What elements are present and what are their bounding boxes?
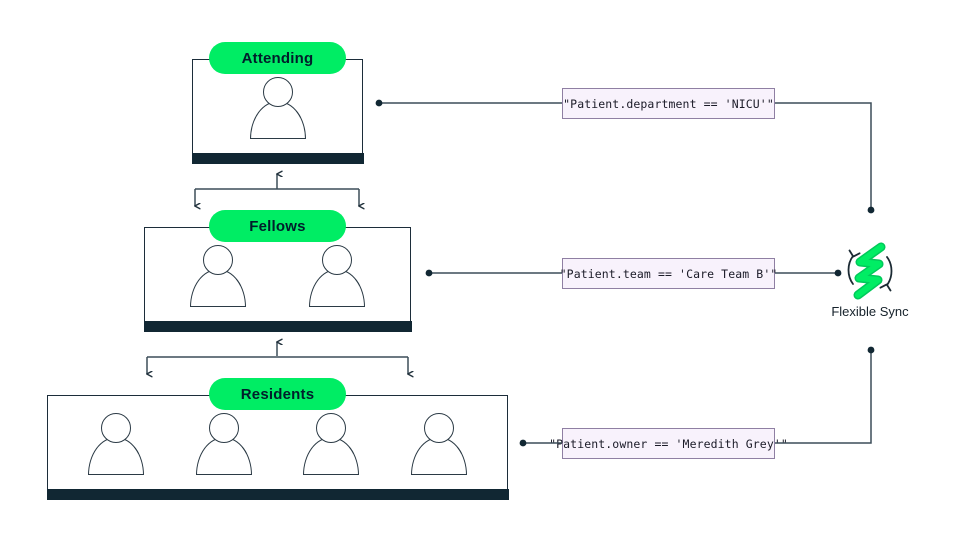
wire-attending-to-filter [375,99,562,107]
flexible-sync-node[interactable]: Flexible Sync [810,240,930,319]
person-icon [411,413,468,475]
people-row-fellows [145,245,410,307]
person-icon [249,77,306,139]
person-icon [303,413,360,475]
person-icon [87,413,144,475]
flexible-sync-bolt-icon [847,242,893,300]
connector-fellows-residents [147,342,408,374]
filter-box-owner[interactable]: "Patient.owner == 'Meredith Grey'" [549,428,788,459]
flexible-sync-label: Flexible Sync [831,304,909,319]
group-base-bar [46,489,509,500]
connector-attending-fellows [195,174,359,206]
filter-expression-text: "Patient.team == 'Care Team B'" [559,266,778,281]
group-base-bar [191,153,364,164]
group-box-residents[interactable] [46,395,509,500]
filter-box-department[interactable]: "Patient.department == 'NICU'" [562,88,775,119]
group-base-bar [143,321,412,332]
wire-fellows-to-filter [425,269,562,277]
person-head [100,413,131,443]
tier-label-attending[interactable]: Attending [209,42,346,74]
group-box-fellows[interactable] [143,227,412,332]
person-head [321,245,352,275]
filter-expression-text: "Patient.department == 'NICU'" [563,96,774,111]
person-head [316,413,347,443]
wire-filter-owner-to-sync [775,346,875,444]
person-head [203,245,234,275]
person-icon [308,245,365,307]
filter-expression-text: "Patient.owner == 'Meredith Grey'" [549,436,788,451]
people-row-residents [48,413,507,475]
group-box-attending[interactable] [191,59,364,164]
person-head [208,413,239,443]
tier-label-text: Residents [240,385,315,403]
tier-label-text: Fellows [249,217,306,235]
filter-box-team[interactable]: "Patient.team == 'Care Team B'" [559,258,778,289]
person-icon [195,413,252,475]
tier-label-residents[interactable]: Residents [209,378,346,410]
people-row-attending [193,77,362,139]
person-icon [190,245,247,307]
person-head [262,77,293,107]
tier-label-text: Attending [241,49,314,67]
wire-filter-department-to-sync [775,102,875,214]
tier-label-fellows[interactable]: Fellows [209,210,346,242]
person-head [424,413,455,443]
